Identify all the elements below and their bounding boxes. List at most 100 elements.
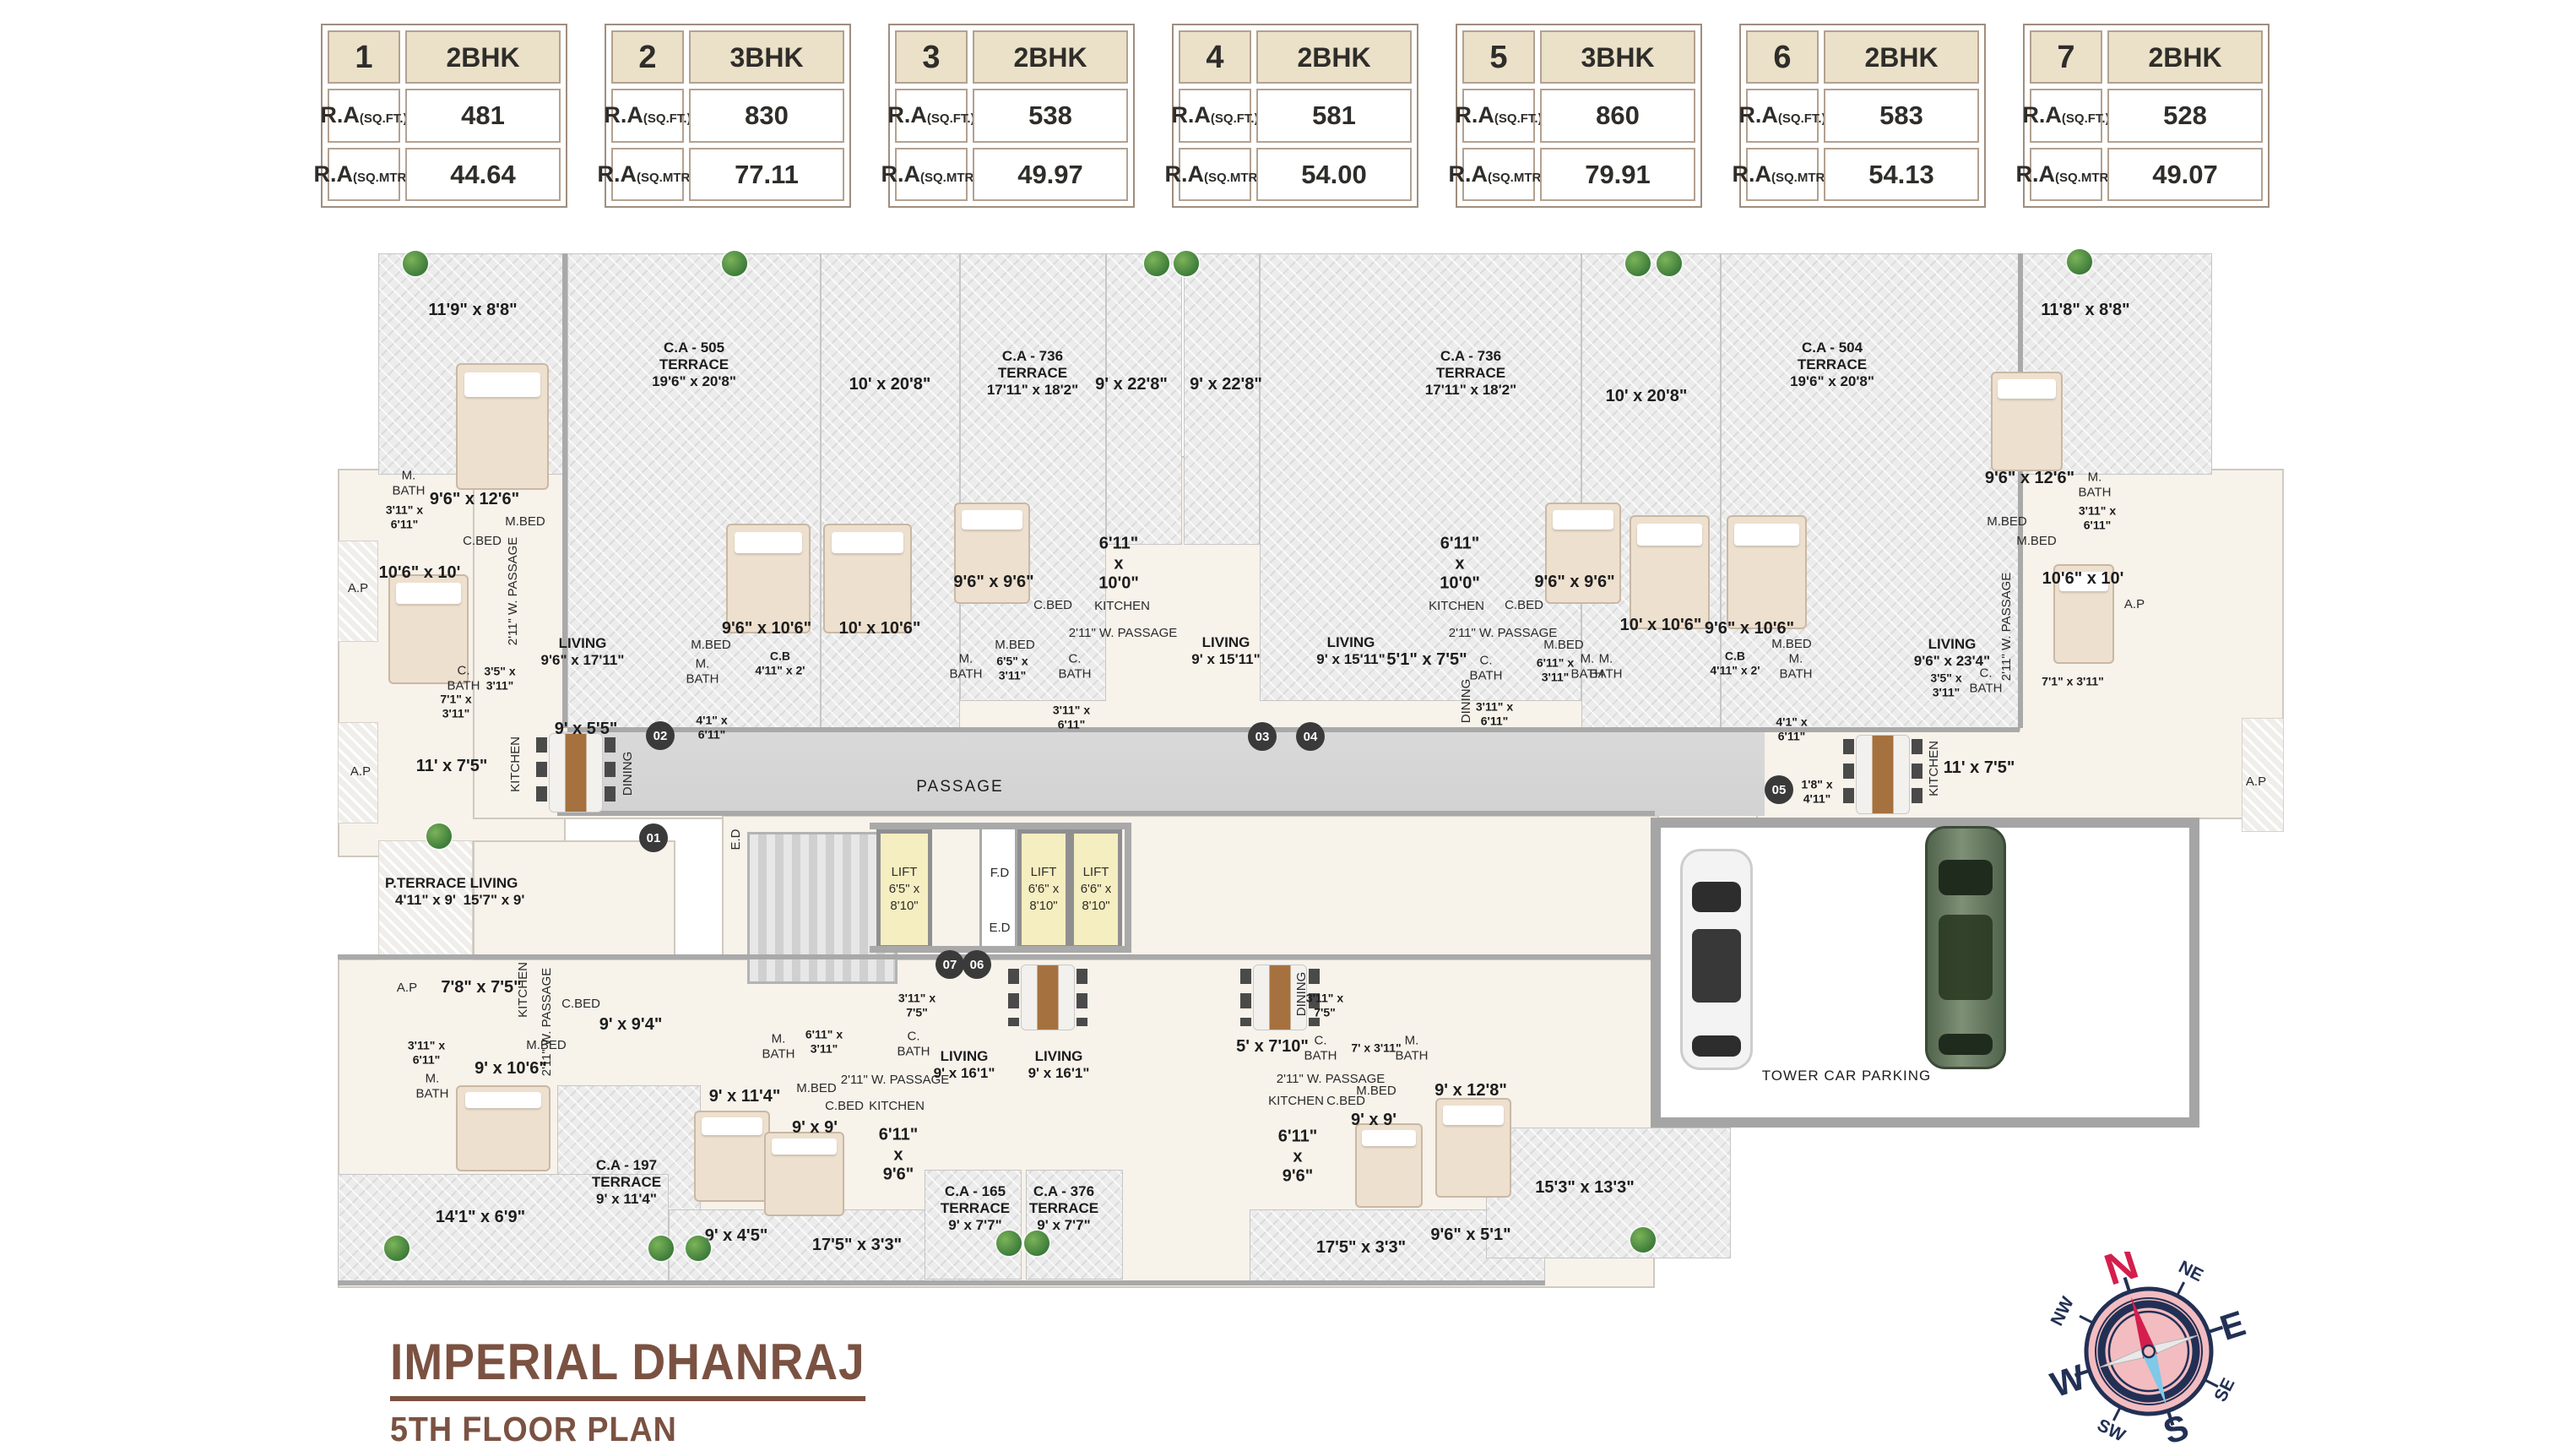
room-label: 6'11" x 3'11" — [805, 1027, 843, 1055]
room-label: 10' x 20'8" — [1605, 387, 1688, 406]
unit-type-cell: 2BHK — [1256, 30, 1412, 84]
ra-sqft-value: 583 — [1879, 101, 1923, 131]
terrace-ca736-l — [960, 253, 1106, 701]
unit-number-cell: 2 — [611, 30, 684, 84]
unit-badge: 04 — [1296, 722, 1325, 751]
room-label: 9' x 10'6" — [475, 1059, 547, 1079]
parking-label: TOWER CAR PARKING — [1761, 1067, 1932, 1084]
room-label: M.BED — [1356, 1084, 1396, 1099]
room-label: 11'9" x 8'8" — [428, 301, 518, 320]
room-label: 10' x 10'6" — [838, 619, 921, 639]
wall — [567, 727, 2020, 732]
room-label: 17'5" x 3'3" — [1315, 1238, 1407, 1258]
plant-icon — [403, 251, 428, 276]
unit-number-cell: 5 — [1462, 30, 1535, 84]
ra-sqmtr-value-cell: 79.91 — [1540, 147, 1695, 201]
ra-sqft-value-cell: 481 — [405, 89, 561, 143]
plant-icon — [686, 1236, 711, 1261]
ra-sqft-value: 860 — [1596, 101, 1640, 131]
lift: LIFT 6'5" x 8'10" — [876, 829, 932, 949]
room-label: C.BED — [1033, 598, 1072, 613]
ra-sqft-label-cell: R.A(SQ.FT.) — [1738, 89, 1826, 143]
ra-sqft-label-cell: R.A(SQ.FT.) — [320, 89, 408, 143]
plant-icon — [2067, 249, 2092, 274]
room-label: 17'5" x 3'3" — [811, 1236, 903, 1255]
room-label: M.BED — [505, 514, 545, 530]
terrace-9x228-r — [1184, 253, 1260, 545]
wall — [870, 946, 1131, 953]
unit-badge: 03 — [1248, 722, 1277, 751]
ra-sqft-value: 581 — [1312, 101, 1356, 131]
room-label: 5'1" x 7'5" — [1386, 650, 1467, 670]
room-label: 9' x 22'8" — [1190, 375, 1262, 394]
room-label: LIVING 15'7" x 9' — [463, 874, 525, 908]
room-label: E.D — [989, 921, 1011, 936]
room-label: E.D — [729, 829, 744, 850]
title-block: IMPERIAL DHANRAJ 5TH FLOOR PLAN — [390, 1333, 865, 1449]
room-label: 7'8" x 7'5" — [441, 978, 522, 997]
room-label: M.BED — [1771, 637, 1812, 652]
ra-sqft-value-cell: 538 — [973, 89, 1128, 143]
ra-sqmtr-label-cell: R.A(SQ.MTR.) — [1165, 147, 1266, 201]
terrace-ca505 — [567, 253, 821, 731]
room-label: 9' x 4'5" — [704, 1226, 768, 1246]
room-label: C.BED — [1326, 1094, 1365, 1109]
dining-table — [1240, 965, 1320, 1030]
plant-icon — [384, 1236, 409, 1261]
bed — [1545, 503, 1621, 604]
terrace-1441x69 — [338, 1174, 669, 1284]
unit-type-cell: 3BHK — [1540, 30, 1695, 84]
room-label: C.A - 736 TERRACE 17'11" x 18'2" — [986, 347, 1079, 399]
plant-icon — [1024, 1231, 1049, 1256]
bed — [1630, 515, 1710, 629]
ra-label: R.A(SQ.MTR.) — [881, 160, 982, 187]
room-label: 2'11" W. PASSAGE — [1999, 572, 2015, 682]
room-label: 14'1" x 6'9" — [435, 1208, 526, 1227]
room-label: 1'8" x 4'11" — [1801, 777, 1833, 805]
plant-icon — [648, 1236, 674, 1261]
ra-sqft-value-cell: 581 — [1256, 89, 1412, 143]
terrace-153x133 — [1486, 1128, 1731, 1258]
room-label: C. BATH — [447, 663, 480, 693]
room-label: C. BATH — [1969, 666, 2003, 695]
unit-number-cell: 4 — [1179, 30, 1251, 84]
ra-sqft-value-cell: 528 — [2107, 89, 2263, 143]
unit-type-cell: 2BHK — [2107, 30, 2263, 84]
room-label: M. BATH — [1570, 651, 1604, 681]
room-label: C.BED — [463, 534, 502, 549]
room-label: 10'6" x 10' — [2042, 569, 2124, 589]
ra-label: R.A(SQ.MTR.) — [597, 160, 698, 187]
unit-number-cell: 7 — [2030, 30, 2102, 84]
ra-label: R.A(SQ.MTR.) — [1448, 160, 1549, 187]
wall — [562, 253, 567, 728]
ra-sqmtr-label-cell: R.A(SQ.MTR.) — [1449, 147, 1549, 201]
ra-sqmtr-value: 54.13 — [1868, 159, 1934, 189]
room-label: LIVING 9' x 16'1" — [1028, 1047, 1090, 1081]
room-label: 2'11" W. PASSAGE — [840, 1073, 950, 1088]
room-label: 9'6" x 12'6" — [1984, 469, 2075, 488]
terrace-10x208-r — [1581, 253, 1721, 731]
unit-type: 2BHK — [1864, 41, 1939, 73]
car-rear-glass — [1692, 1035, 1741, 1057]
room-label: 11' x 7'5" — [415, 757, 488, 776]
p-terrace-01 — [378, 840, 473, 960]
ra-sqmtr-label-cell: R.A(SQ.MTR.) — [2016, 147, 2117, 201]
bed — [694, 1111, 770, 1202]
floor-title: 5TH FLOOR PLAN — [390, 1410, 677, 1448]
bed — [1435, 1098, 1511, 1198]
ra-sqmtr-value-cell: 49.07 — [2107, 147, 2263, 201]
room-label: LIVING 9' x 16'1" — [933, 1047, 995, 1081]
room-label: 6'11" x 3'11" — [1536, 655, 1575, 683]
compass-ne: NE — [2176, 1258, 2206, 1286]
room-label: 11' x 7'5" — [1943, 758, 2015, 778]
terrace-ca504 — [1721, 253, 2020, 731]
unit-type-cell: 2BHK — [1824, 30, 1979, 84]
room-label: DINING — [621, 751, 636, 796]
room-label: C.A - 505 TERRACE 19'6" x 20'8" — [652, 339, 736, 390]
wall — [870, 823, 1131, 829]
ap-strip-left-1 — [338, 541, 378, 642]
room-label: 9'6" x 10'6" — [1704, 619, 1795, 639]
